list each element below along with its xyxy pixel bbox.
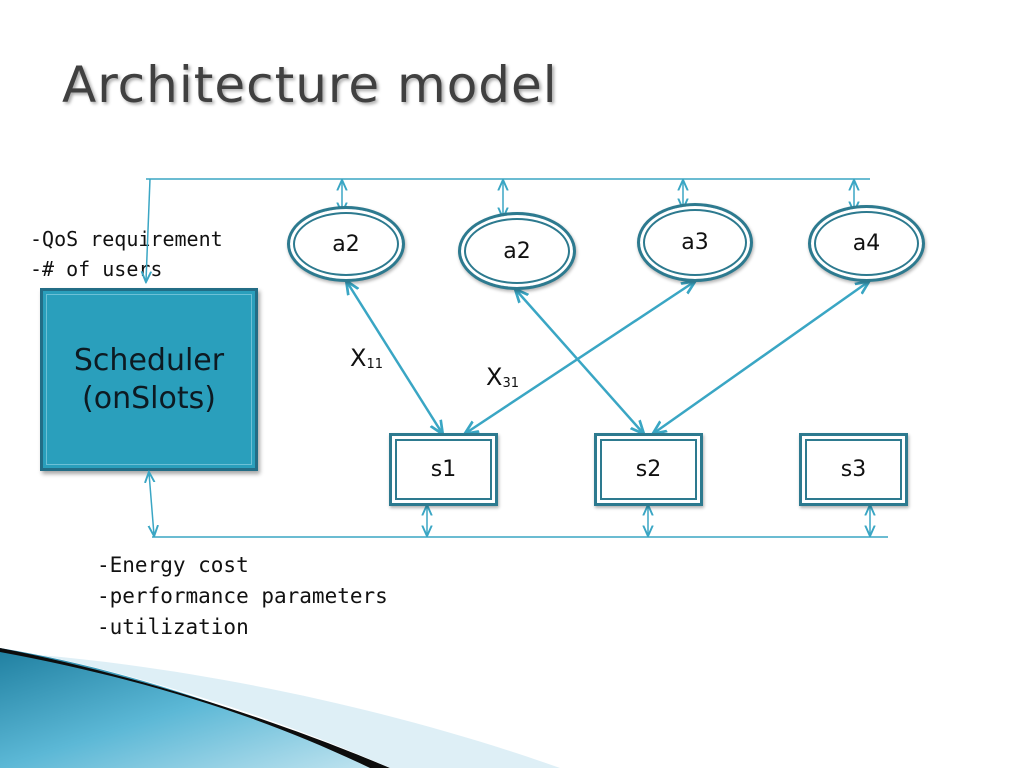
scheduler-output-link [149, 473, 154, 535]
server-node-s2: s2 [594, 433, 703, 506]
input-item-qos: -QoS requirement [30, 227, 223, 251]
app-node-a4: a4 [808, 205, 925, 282]
variable-x31-base: X [486, 363, 503, 391]
variable-x11-sub: 11 [366, 357, 383, 372]
app-node-a2-second: a2 [458, 212, 576, 290]
scheduler-outputs-list: -Energy cost -performance parameters -ut… [97, 550, 388, 643]
server-node-s1: s1 [389, 433, 498, 506]
app-node-a2: a2 [287, 206, 405, 282]
scheduler-label: Scheduler [73, 342, 225, 378]
scheduler-input-link [146, 178, 150, 281]
output-item-performance: -performance parameters [97, 584, 388, 608]
scheduler-box: Scheduler (onSlots) [40, 288, 258, 471]
variable-x31-sub: 31 [502, 376, 519, 391]
output-item-energy: -Energy cost [97, 553, 249, 577]
variable-x11-label: X11 [350, 344, 383, 372]
slide-title: Architecture model [62, 56, 558, 114]
mapping-a3-s1 [466, 282, 694, 433]
app-node-a3: a3 [637, 203, 753, 282]
scheduler-sublabel: (onSlots) [82, 380, 216, 416]
variable-x11-base: X [350, 344, 367, 372]
variable-x31-label: X31 [486, 363, 519, 391]
mapping-a2b-s2 [516, 290, 643, 433]
output-item-utilization: -utilization [97, 615, 249, 639]
input-item-users: -# of users [30, 257, 163, 281]
scheduler-inputs-list: -QoS requirement -# of users [30, 224, 223, 284]
mapping-a2-s1 [347, 282, 442, 433]
mapping-a4-s2 [654, 282, 868, 433]
server-node-s3: s3 [799, 433, 908, 506]
